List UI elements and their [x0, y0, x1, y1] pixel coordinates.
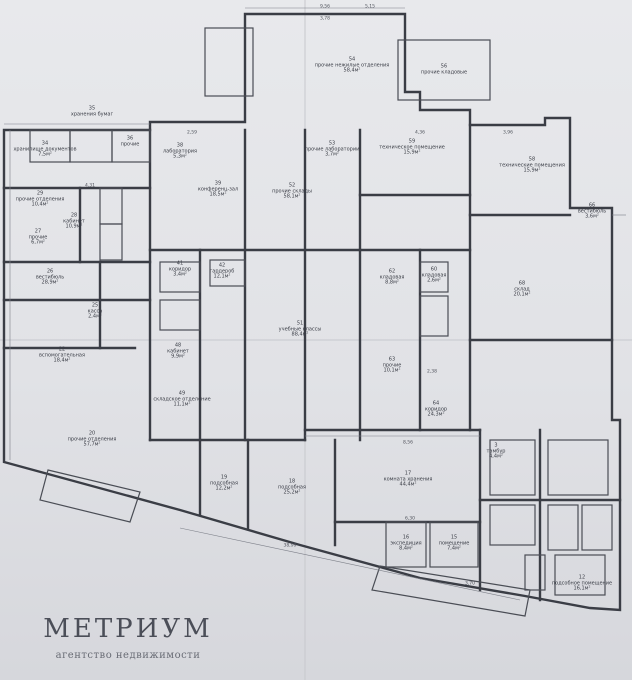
dimension-label: 6,30 [404, 516, 416, 522]
dimension-label: 8,56 [402, 440, 414, 446]
dimension-label: 2,59 [186, 130, 198, 136]
dimension-label: 3,78 [319, 16, 331, 22]
dimension-label: 3,70 [464, 581, 476, 587]
dimension-label: 2,38 [426, 369, 438, 375]
dimension-label: 9,56 [319, 4, 331, 10]
dimension-label: 5,15 [364, 4, 376, 10]
dimension-label: 4,36 [414, 130, 426, 136]
watermark-title: МЕТРИУМ [43, 614, 213, 644]
dimension-label: 4,31 [84, 183, 96, 189]
dimension-label: 3,96 [502, 130, 514, 136]
watermark-subtitle: агентство недвижимости [55, 650, 201, 661]
dimension-label: 38,99 [283, 543, 297, 549]
